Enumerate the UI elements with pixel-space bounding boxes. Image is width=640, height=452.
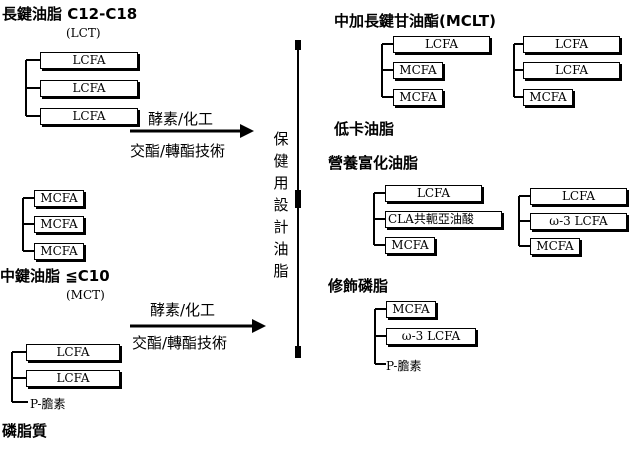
phospho-p-item: P-膽素: [30, 397, 66, 411]
nutri-g1-box-2: CLA共軛亞油酸: [385, 211, 502, 228]
center-char-3: 用: [273, 174, 289, 192]
mclt-g2-box-1: LCFA: [523, 36, 620, 53]
mct-box-2: MCFA: [34, 216, 84, 233]
phospho-title: 磷脂質: [2, 422, 48, 440]
process-top-line1: 酵素/化工: [148, 110, 214, 128]
lct-box-3: LCFA: [40, 108, 138, 125]
mclt-g2-box-3: MCFA: [523, 89, 573, 106]
center-char-7: 脂: [273, 262, 289, 280]
mclt-g1-box-2: MCFA: [393, 62, 443, 79]
center-char-2: 健: [273, 152, 289, 170]
center-char-6: 油: [273, 240, 289, 258]
phospho-box-2: LCFA: [26, 370, 120, 387]
mct-abbr: (MCT): [66, 288, 105, 302]
phospho-box-1: LCFA: [26, 344, 120, 361]
lct-box-2: LCFA: [40, 80, 138, 97]
process-top-line2: 交酯/轉酯技術: [130, 142, 226, 160]
process-bottom-line2: 交酯/轉酯技術: [132, 334, 228, 352]
mct-title: 中鍵油脂 ≦C10: [0, 267, 110, 285]
nutri-title: 營養富化油脂: [328, 154, 419, 172]
center-label: 保 健 用 設 計 油 脂: [271, 128, 291, 282]
center-char-5: 計: [273, 218, 289, 236]
nutri-g2-box-1: LCFA: [530, 188, 627, 205]
mclt-g1-box-3: MCFA: [393, 89, 443, 106]
modified-phospho-title: 修飾磷脂: [328, 277, 389, 295]
modified-phospho-box-1: MCFA: [386, 301, 436, 318]
mclt-title: 中加長鍵甘油酯(MCLT): [334, 12, 496, 30]
nutri-g2-box-2: ω-3 LCFA: [530, 213, 627, 230]
nutri-g1-box-3: MCFA: [385, 237, 435, 254]
nutri-g2-box-3: MCFA: [530, 238, 580, 255]
mct-box-1: MCFA: [34, 190, 84, 207]
mct-box-3: MCFA: [34, 243, 84, 260]
lct-title: 長鍵油脂 C12-C18: [2, 5, 138, 23]
low-cal-title: 低卡油脂: [334, 120, 395, 138]
process-bottom-line1: 酵素/化工: [150, 301, 216, 319]
center-char-1: 保: [273, 130, 289, 148]
mclt-g2-box-2: LCFA: [523, 62, 620, 79]
lct-box-1: LCFA: [40, 52, 138, 69]
nutri-g1-box-1: LCFA: [385, 185, 482, 202]
mclt-g1-box-1: LCFA: [393, 36, 490, 53]
modified-phospho-box-2: ω-3 LCFA: [386, 328, 476, 345]
lct-abbr: (LCT): [66, 26, 101, 40]
modified-phospho-p-item: P-膽素: [386, 359, 422, 373]
center-char-4: 設: [273, 196, 289, 214]
